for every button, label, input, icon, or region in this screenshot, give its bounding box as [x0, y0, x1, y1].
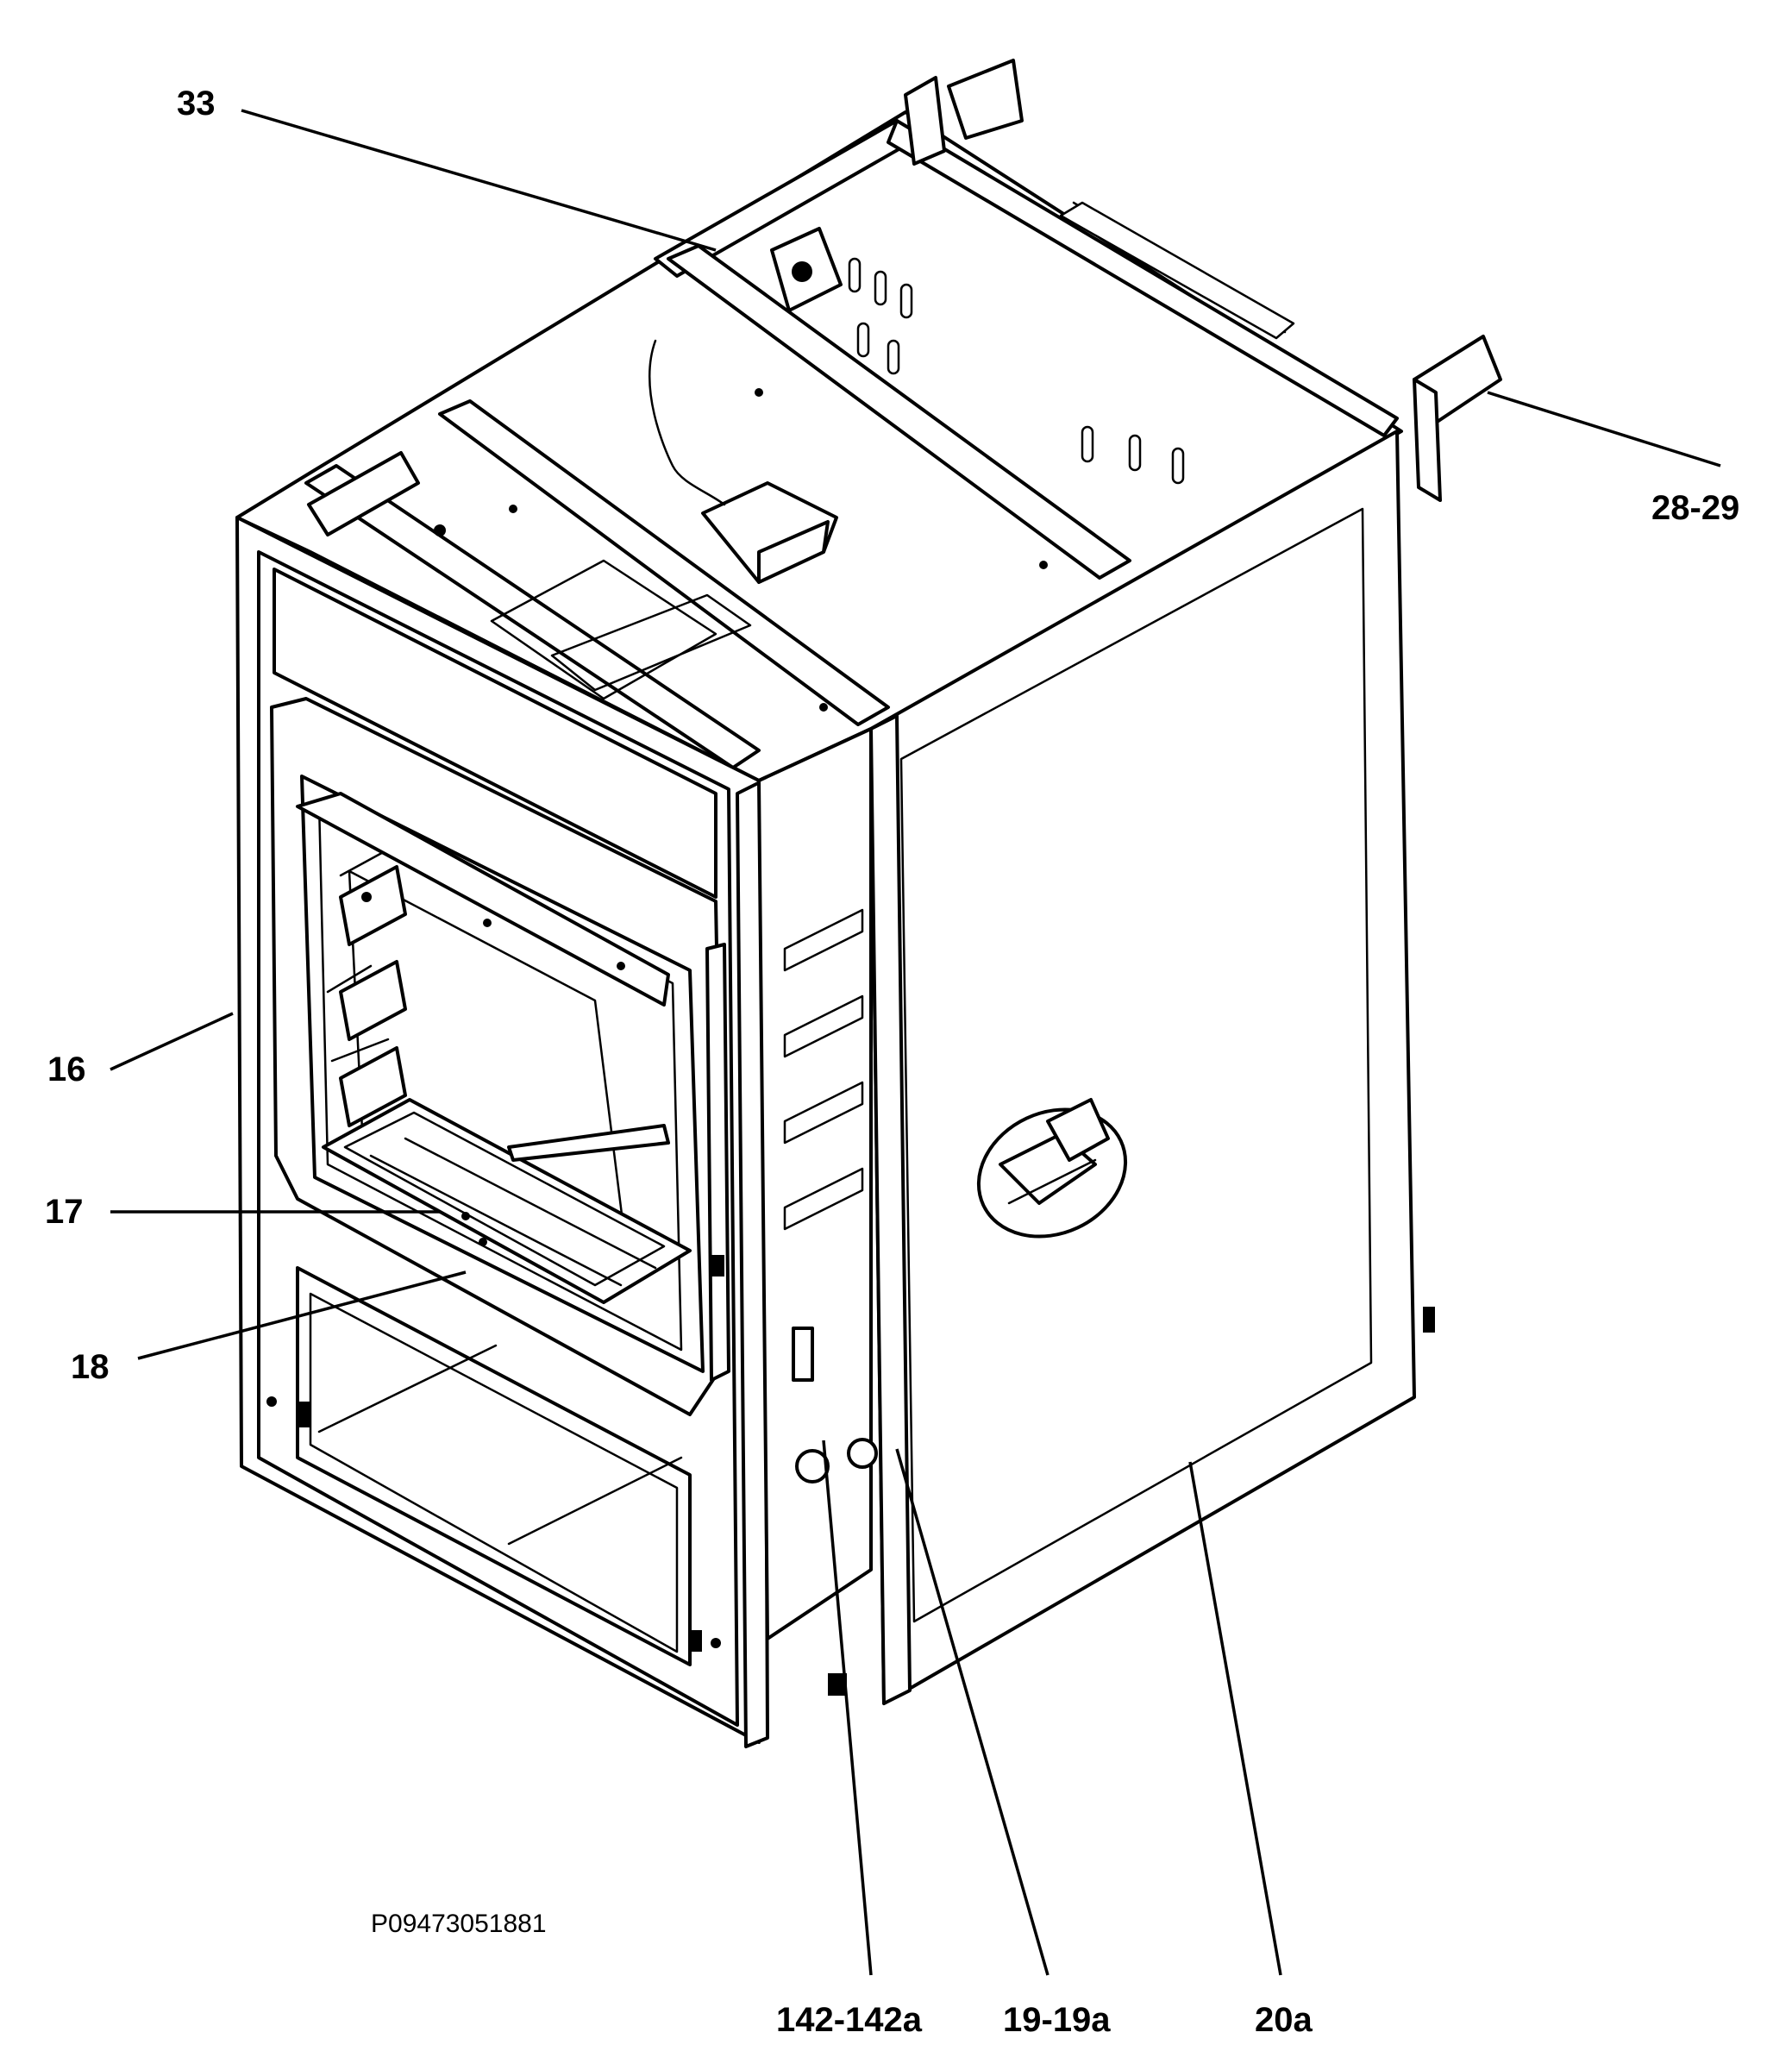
side-panel	[869, 430, 1435, 1705]
callout-142-142a: 142-142a	[776, 2001, 923, 2039]
reference-code: P09473051881	[371, 1910, 547, 1938]
right-interior-components	[783, 908, 878, 1696]
callout-28-29: 28-29	[1651, 489, 1739, 527]
callout-33: 33	[177, 85, 216, 122]
callout-16: 16	[47, 1051, 86, 1088]
oven-cavity	[270, 697, 730, 1416]
callout-18: 18	[71, 1348, 110, 1386]
callout-20a: 20a	[1255, 2001, 1313, 2039]
top-chassis	[235, 59, 1502, 782]
callout-17: 17	[45, 1193, 84, 1231]
callout-19-19a: 19-19a	[1003, 2001, 1111, 2039]
leader-lines	[110, 109, 1721, 1976]
